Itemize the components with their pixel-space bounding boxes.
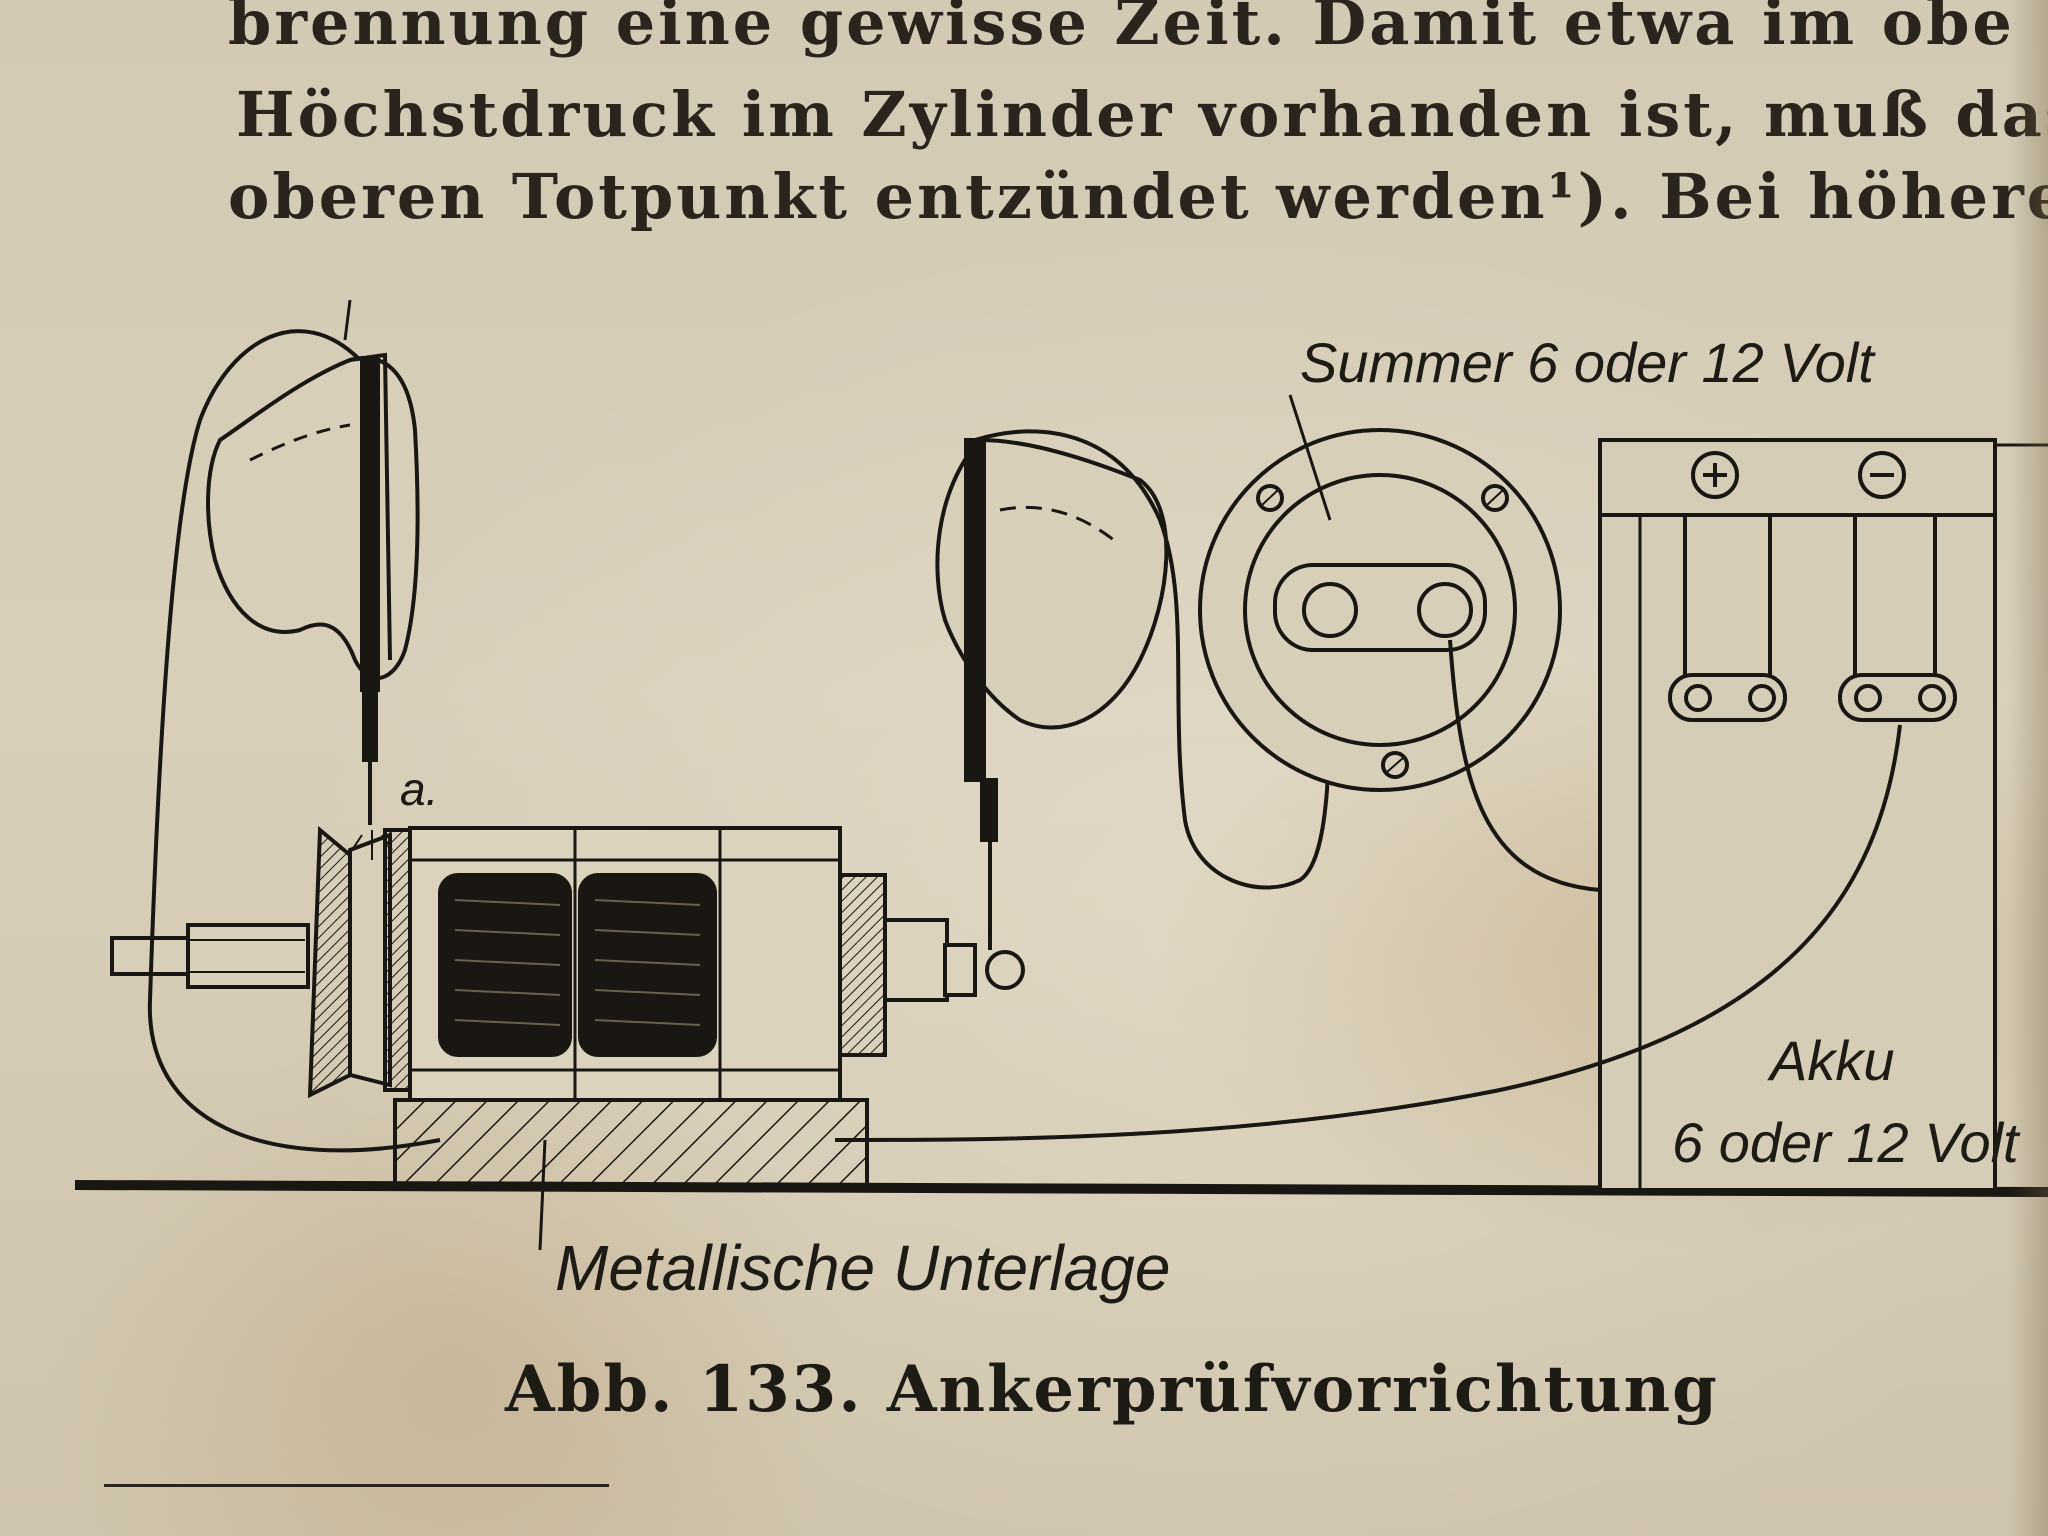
body-text-line-1: brennung eine gewisse Zeit. Damit etwa i… [228, 0, 2015, 59]
metal-base [393, 1098, 869, 1187]
left-hand-probe [147, 299, 441, 1153]
figure-caption: Abb. 133. Ankerprüfvorrichtung [505, 1352, 1719, 1427]
body-text-line-2: Höchstdruck im Zylinder vorhanden ist, m… [236, 78, 2048, 151]
right-hand-probe [935, 429, 1332, 950]
page-edge-shadow [2008, 0, 2048, 1536]
buzzer [1198, 394, 1742, 894]
base-label: Metallische Unterlage [555, 1232, 1170, 1304]
base-pointer [538, 1139, 547, 1251]
spark [351, 830, 393, 860]
battery-label: Akku [1767, 1029, 1895, 1092]
armature [110, 825, 1025, 1102]
footnote-rule [104, 1484, 609, 1487]
buzzer-label: Summer 6 oder 12 Volt [1300, 331, 1876, 394]
point-a-label: a. [400, 763, 438, 815]
body-text-line-3: oberen Totpunkt entzündet werden¹). Bei … [228, 160, 2048, 233]
battery [834, 438, 2048, 1192]
battery-voltage-label: 6 oder 12 Volt [1672, 1111, 2021, 1174]
